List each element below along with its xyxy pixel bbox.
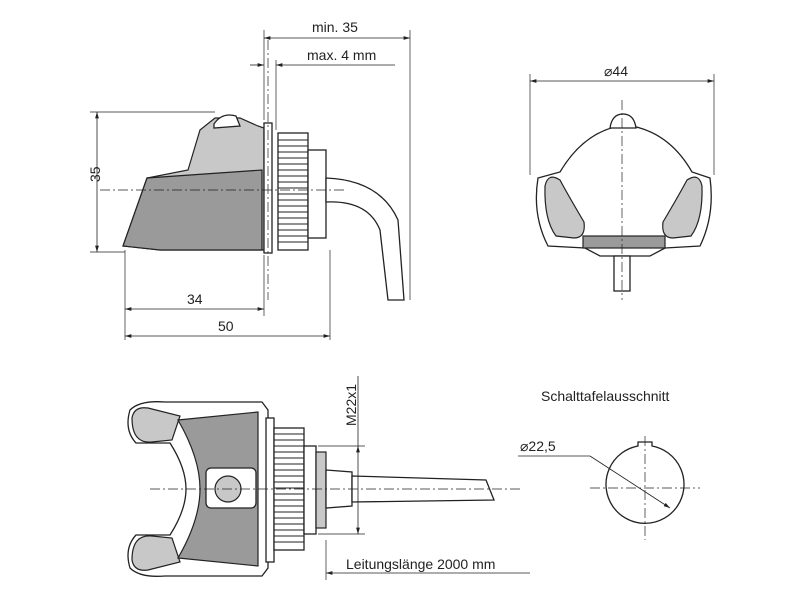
side-knurl-lines xyxy=(278,139,308,243)
side-top-knob xyxy=(213,114,241,129)
side-housing-shade xyxy=(122,169,263,251)
dim-height-35: 35 xyxy=(87,166,103,182)
front-dimensions: ⌀44 xyxy=(529,63,715,175)
dim-diameter-22-5: ⌀22,5 xyxy=(520,438,556,454)
side-thread-stub xyxy=(307,149,327,239)
top-thread xyxy=(303,445,317,535)
front-cable-stub xyxy=(613,255,631,292)
front-right-wing xyxy=(662,176,703,239)
top-lower-claw xyxy=(131,535,181,571)
dim-min-35: min. 35 xyxy=(312,19,358,35)
front-bottom-plate xyxy=(582,235,666,249)
side-view xyxy=(100,40,405,301)
dim-length-50: 50 xyxy=(218,318,234,334)
top-panel-plate xyxy=(265,417,275,563)
top-upper-claw xyxy=(131,407,181,443)
dim-cable-length: Leitungslänge 2000 mm xyxy=(346,556,495,572)
front-top-knob xyxy=(609,113,637,129)
dim-max-4mm: max. 4 mm xyxy=(307,47,376,63)
top-view xyxy=(127,401,520,577)
panel-cutout-title: Schalttafelausschnitt xyxy=(541,388,670,404)
side-cable xyxy=(325,177,405,301)
dim-thread-m22x1: M22x1 xyxy=(343,384,359,426)
side-knurled-nut xyxy=(277,132,309,251)
dim-diameter-44: ⌀44 xyxy=(604,63,628,79)
dim-length-34: 34 xyxy=(187,291,203,307)
top-knurl-lines xyxy=(274,433,304,543)
front-left-wing xyxy=(544,176,585,239)
panel-cutout: Schalttafelausschnitt ⌀22,5 xyxy=(518,388,700,540)
side-dimensions: min. 35 max. 4 mm 35 34 50 xyxy=(87,19,411,340)
top-dimensions: M22x1 Leitungslänge 2000 mm xyxy=(318,376,530,580)
front-view xyxy=(535,100,712,300)
